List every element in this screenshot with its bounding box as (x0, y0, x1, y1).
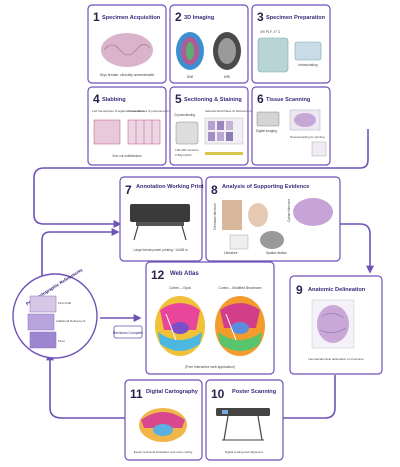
step-11-title: Digital Cartography (146, 389, 199, 395)
slab-block-image (93, 119, 121, 145)
step-2-label-mri: MRI (224, 75, 230, 79)
step-2-label-dwi: DWI (187, 75, 194, 79)
refinement-label-final: Final (58, 339, 65, 343)
step-12-label-brodmann: Cortex – Modified Brodmann (218, 286, 261, 290)
step-8-label-literature: Literature (224, 251, 238, 255)
step-8-box: 8 Analysis of Supporting Evidence Chemoa… (205, 176, 341, 262)
brain-specimen-image (101, 33, 153, 67)
arrow-refine-up (41, 228, 120, 276)
fixation-container-image (257, 37, 289, 73)
step-9-caption: Neuroanatomical delineation of structure… (308, 357, 364, 361)
first-draft-image (29, 295, 57, 313)
step-3-box: 3 Specimen Preparation 4% PLF, 4° C Intr… (251, 4, 331, 84)
gyral-atlas-image (155, 296, 205, 356)
step-10-box: 10 Poster Scanning Digital scaling and a… (205, 379, 284, 461)
step-6-number: 6 (257, 92, 264, 106)
step-7-number: 7 (125, 183, 132, 197)
stain-legend-strip (205, 152, 243, 155)
step-12-box: 12 Web Atlas Cortex – Gyral Cortex – Mod… (145, 261, 275, 375)
step-11-box: 11 Digital Cartography Expert technical … (124, 379, 203, 461)
step-9-number: 9 (296, 283, 303, 297)
step-6-label-imaging: Digital imaging (256, 129, 277, 133)
step-1-title: Specimen Acquisition (102, 15, 161, 21)
cooling-container-image (294, 41, 322, 61)
step-5-label-plates: Selected Nissl Plates for Reference Atla… (205, 109, 256, 113)
step-8-title: Analysis of Supporting Evidence (222, 184, 309, 190)
step-7-box: 7 Annotation Working Print Large format … (119, 176, 204, 262)
step-3-title: Specimen Preparation (266, 15, 326, 21)
step-8-number: 8 (211, 183, 218, 197)
step-6-title: Tissue Scanning (266, 97, 311, 103)
step-12-title: Web Atlas (170, 271, 199, 277)
step-9-box: 9 Anatomic Delineation Neuroanatomical d… (289, 275, 383, 375)
step-6-box: 6 Tissue Scanning Digital imaging Downsa… (251, 86, 331, 166)
step-1-box: 1 Specimen Acquisition 34yo female; clin… (87, 4, 167, 84)
step-4-number: 4 (93, 92, 100, 106)
step-12-label-gyral: Cortex – Gyral (169, 286, 191, 290)
refinement-panel: Post-Cartographic Refinements First Draf… (12, 267, 98, 359)
cryostat-image (175, 121, 199, 145)
step-5-box: 5 Sectioning & Staining Cryosectioning S… (169, 86, 256, 166)
step-8-label-spatial: Spatial relation (266, 251, 287, 255)
step-10-number: 10 (211, 387, 225, 401)
step-4-label-subdivisions: 2cm cut subdivisions (112, 154, 142, 158)
chemoarchitecture-image (222, 200, 242, 230)
step-4-label-left: Left hemisphere fit against embedded (92, 109, 144, 113)
final-image (29, 331, 57, 349)
step-10-caption: Digital scaling and alignment (225, 450, 263, 454)
step-2-box: 2 3D Imaging DWI MRI (169, 4, 249, 84)
scanner-image (256, 111, 280, 127)
step-5-label-cryo: Cryosectioning (174, 113, 195, 117)
spatial-relation-image (260, 231, 284, 249)
step-11-number: 11 (130, 387, 143, 401)
connectors (33, 129, 374, 422)
step-3-number: 3 (257, 10, 264, 24)
poster-scanner-image (216, 408, 270, 441)
arrow-9-to-10 (268, 375, 336, 422)
additional-refinement-image (27, 313, 55, 331)
step-9-title: Anatomic Delineation (308, 287, 366, 293)
literature-image (229, 234, 249, 250)
arrow-11-to-refine (46, 352, 125, 419)
arrow-6-to-7 (33, 129, 369, 228)
step-7-title: Annotation Working Print (136, 184, 204, 190)
step-2-title: 3D Imaging (184, 15, 215, 21)
step-10-title: Poster Scanning (232, 389, 277, 395)
step-8-label-cyto: Cytoarchitecture (287, 199, 291, 222)
step-12-caption: (Free interactive web application) (185, 365, 235, 369)
step-7-caption: Large format poster printing ~1440ft in. (133, 248, 188, 252)
revisions-complete-tag: Revisions Complete (113, 325, 143, 339)
step-8-label-chemo: Chemoarchitecture (213, 203, 217, 230)
step-4-title: Slabbing (102, 97, 126, 103)
step-5-label-thickness: 0-50μm/3x0 (175, 153, 192, 157)
brodmann-atlas-image (215, 296, 265, 356)
step-1-number: 1 (93, 10, 100, 24)
arrow-8-down (340, 223, 374, 274)
refinement-label-first: First Draft (58, 301, 71, 305)
step-3-label-cooling: Intracoolating (298, 63, 317, 67)
downsampled-slide-image (311, 141, 327, 157)
step-11-caption: Expert technical illustration and color … (134, 450, 193, 454)
step-4-box: 4 Slabbing Left hemisphere fit against e… (87, 86, 174, 166)
step-1-caption: 34yo female; clinically unremarkable (100, 73, 155, 77)
cytoarchitecture-image (293, 198, 333, 226)
step-2-number: 2 (175, 10, 182, 24)
step-12-number: 12 (151, 268, 165, 282)
step-5-label-sections: 100-400 sections (175, 148, 199, 152)
revisions-complete-label: Revisions Complete (113, 331, 143, 335)
large-format-printer-image (130, 204, 190, 222)
step-5-title: Sectioning & Staining (184, 97, 242, 103)
step-3-label-fixation: 4% PLF, 4° C (260, 30, 281, 34)
refinement-label-additional: Additional Refinement (56, 319, 86, 323)
step-6-label-downsample: Downsampling for printing (290, 135, 325, 139)
step-4-label-slab: Pre-sectioned cryopreserved slab (128, 109, 174, 113)
step-5-number: 5 (175, 92, 182, 106)
